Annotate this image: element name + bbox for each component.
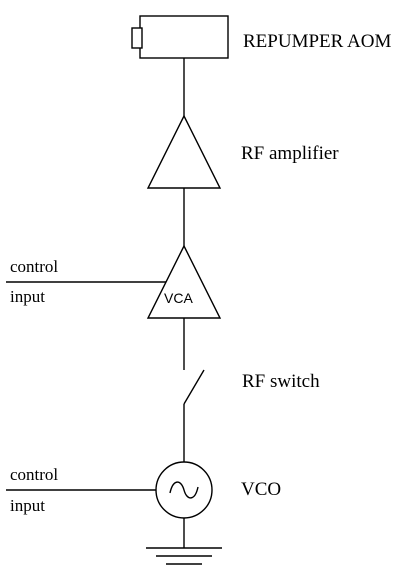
vco-control-label-line2: input xyxy=(10,496,45,515)
aom-transducer xyxy=(131,27,143,49)
vca-control-label-line2: input xyxy=(10,287,45,306)
switch-label: RF switch xyxy=(242,371,320,392)
amplifier-label: RF amplifier xyxy=(241,143,339,164)
aom-body xyxy=(139,15,229,59)
switch-contact xyxy=(183,369,205,405)
aom-symbol xyxy=(131,15,229,59)
aom-label: REPUMPER AOM xyxy=(243,31,391,52)
vco-label: VCO xyxy=(241,479,281,500)
vco-control-label-line1: control xyxy=(10,465,58,484)
sine-wave-icon xyxy=(169,481,199,499)
vca-control-label-line1: control xyxy=(10,257,58,276)
ground-icon xyxy=(146,547,222,565)
vca-label: VCA xyxy=(164,290,193,306)
vco-symbol xyxy=(155,461,213,519)
amplifier-triangle xyxy=(146,114,222,189)
